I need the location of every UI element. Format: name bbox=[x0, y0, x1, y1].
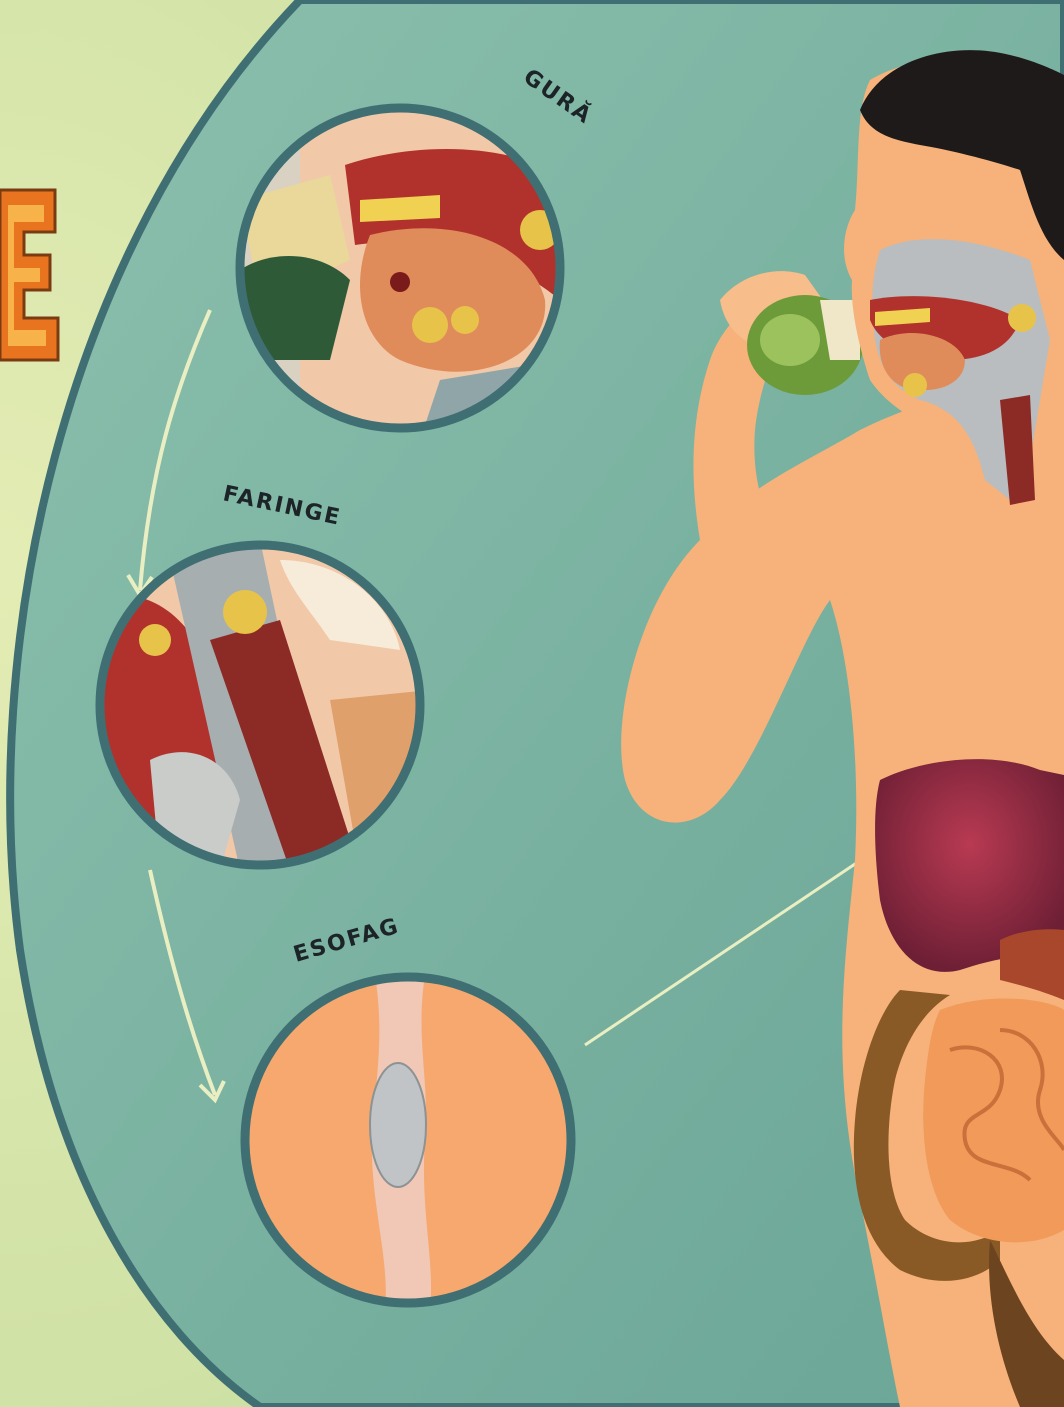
digestive-illustration: E bbox=[0, 0, 1064, 1407]
page: E bbox=[0, 0, 1064, 1407]
